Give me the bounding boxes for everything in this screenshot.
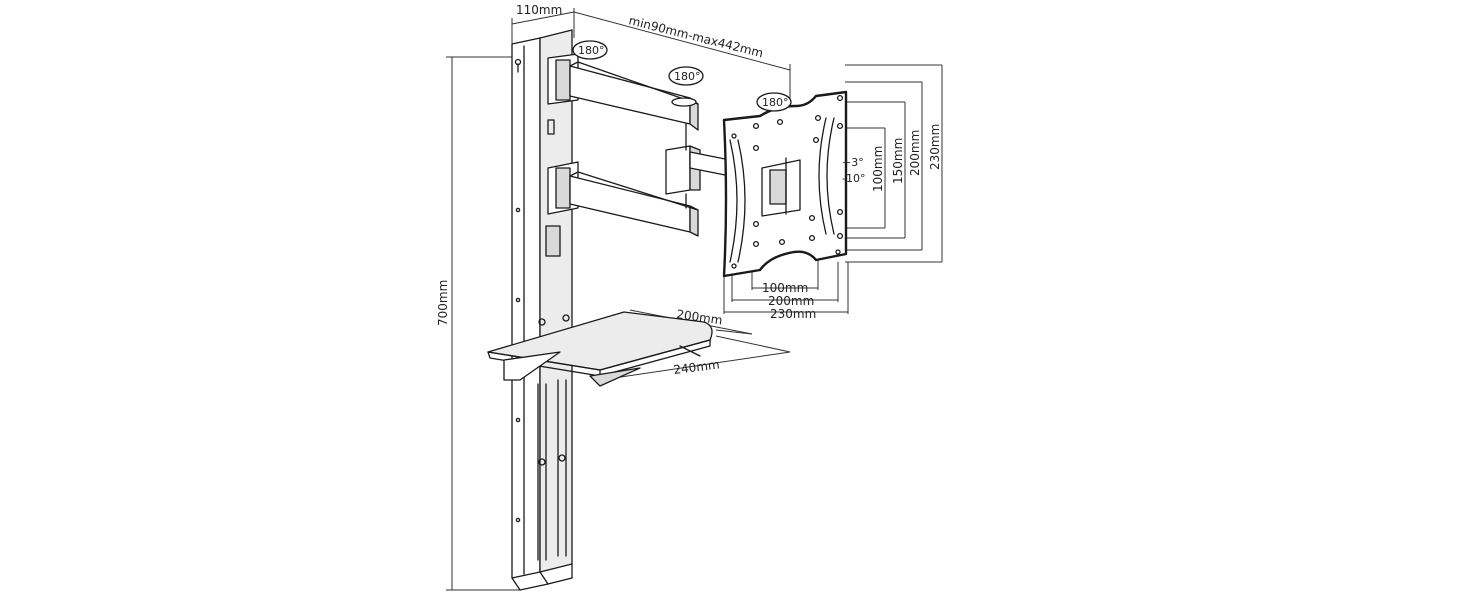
- label-rotation-top: 180°: [578, 44, 605, 57]
- label-wall-offset: 110mm: [516, 3, 562, 17]
- keyhole-slots: [514, 58, 522, 523]
- glass-shelf: [487, 311, 713, 387]
- label-vesa-h-100: 100mm: [762, 281, 808, 295]
- label-tilt-down: -10°: [842, 172, 865, 185]
- vesa-plate: [722, 90, 848, 278]
- dimension-lines: [446, 8, 943, 591]
- side-slots: [537, 119, 570, 561]
- label-arm-extension: min90mm-max442mm: [627, 13, 764, 60]
- label-rotation-head: 180°: [762, 96, 789, 109]
- label-shelf-width: 240mm: [673, 357, 721, 377]
- label-tilt-up: +3°: [842, 156, 864, 169]
- label-vesa-v-200: 200mm: [908, 130, 922, 176]
- swing-arms: [547, 53, 741, 237]
- label-vesa-h-200: 200mm: [768, 294, 814, 308]
- labels: 110mm min90mm-max442mm 180° 180° 180° +3…: [436, 3, 942, 377]
- label-vesa-v-150: 150mm: [891, 138, 905, 184]
- label-vesa-v-230: 230mm: [928, 124, 942, 170]
- label-vesa-v-100: 100mm: [871, 146, 885, 192]
- label-shelf-depth: 200mm: [676, 307, 724, 327]
- wall-column: [511, 29, 573, 591]
- mounting-holes: [731, 94, 844, 269]
- rotation-badges: [572, 40, 792, 112]
- label-vesa-h-230: 230mm: [770, 307, 816, 321]
- label-height: 700mm: [436, 280, 450, 326]
- label-rotation-mid: 180°: [674, 70, 701, 83]
